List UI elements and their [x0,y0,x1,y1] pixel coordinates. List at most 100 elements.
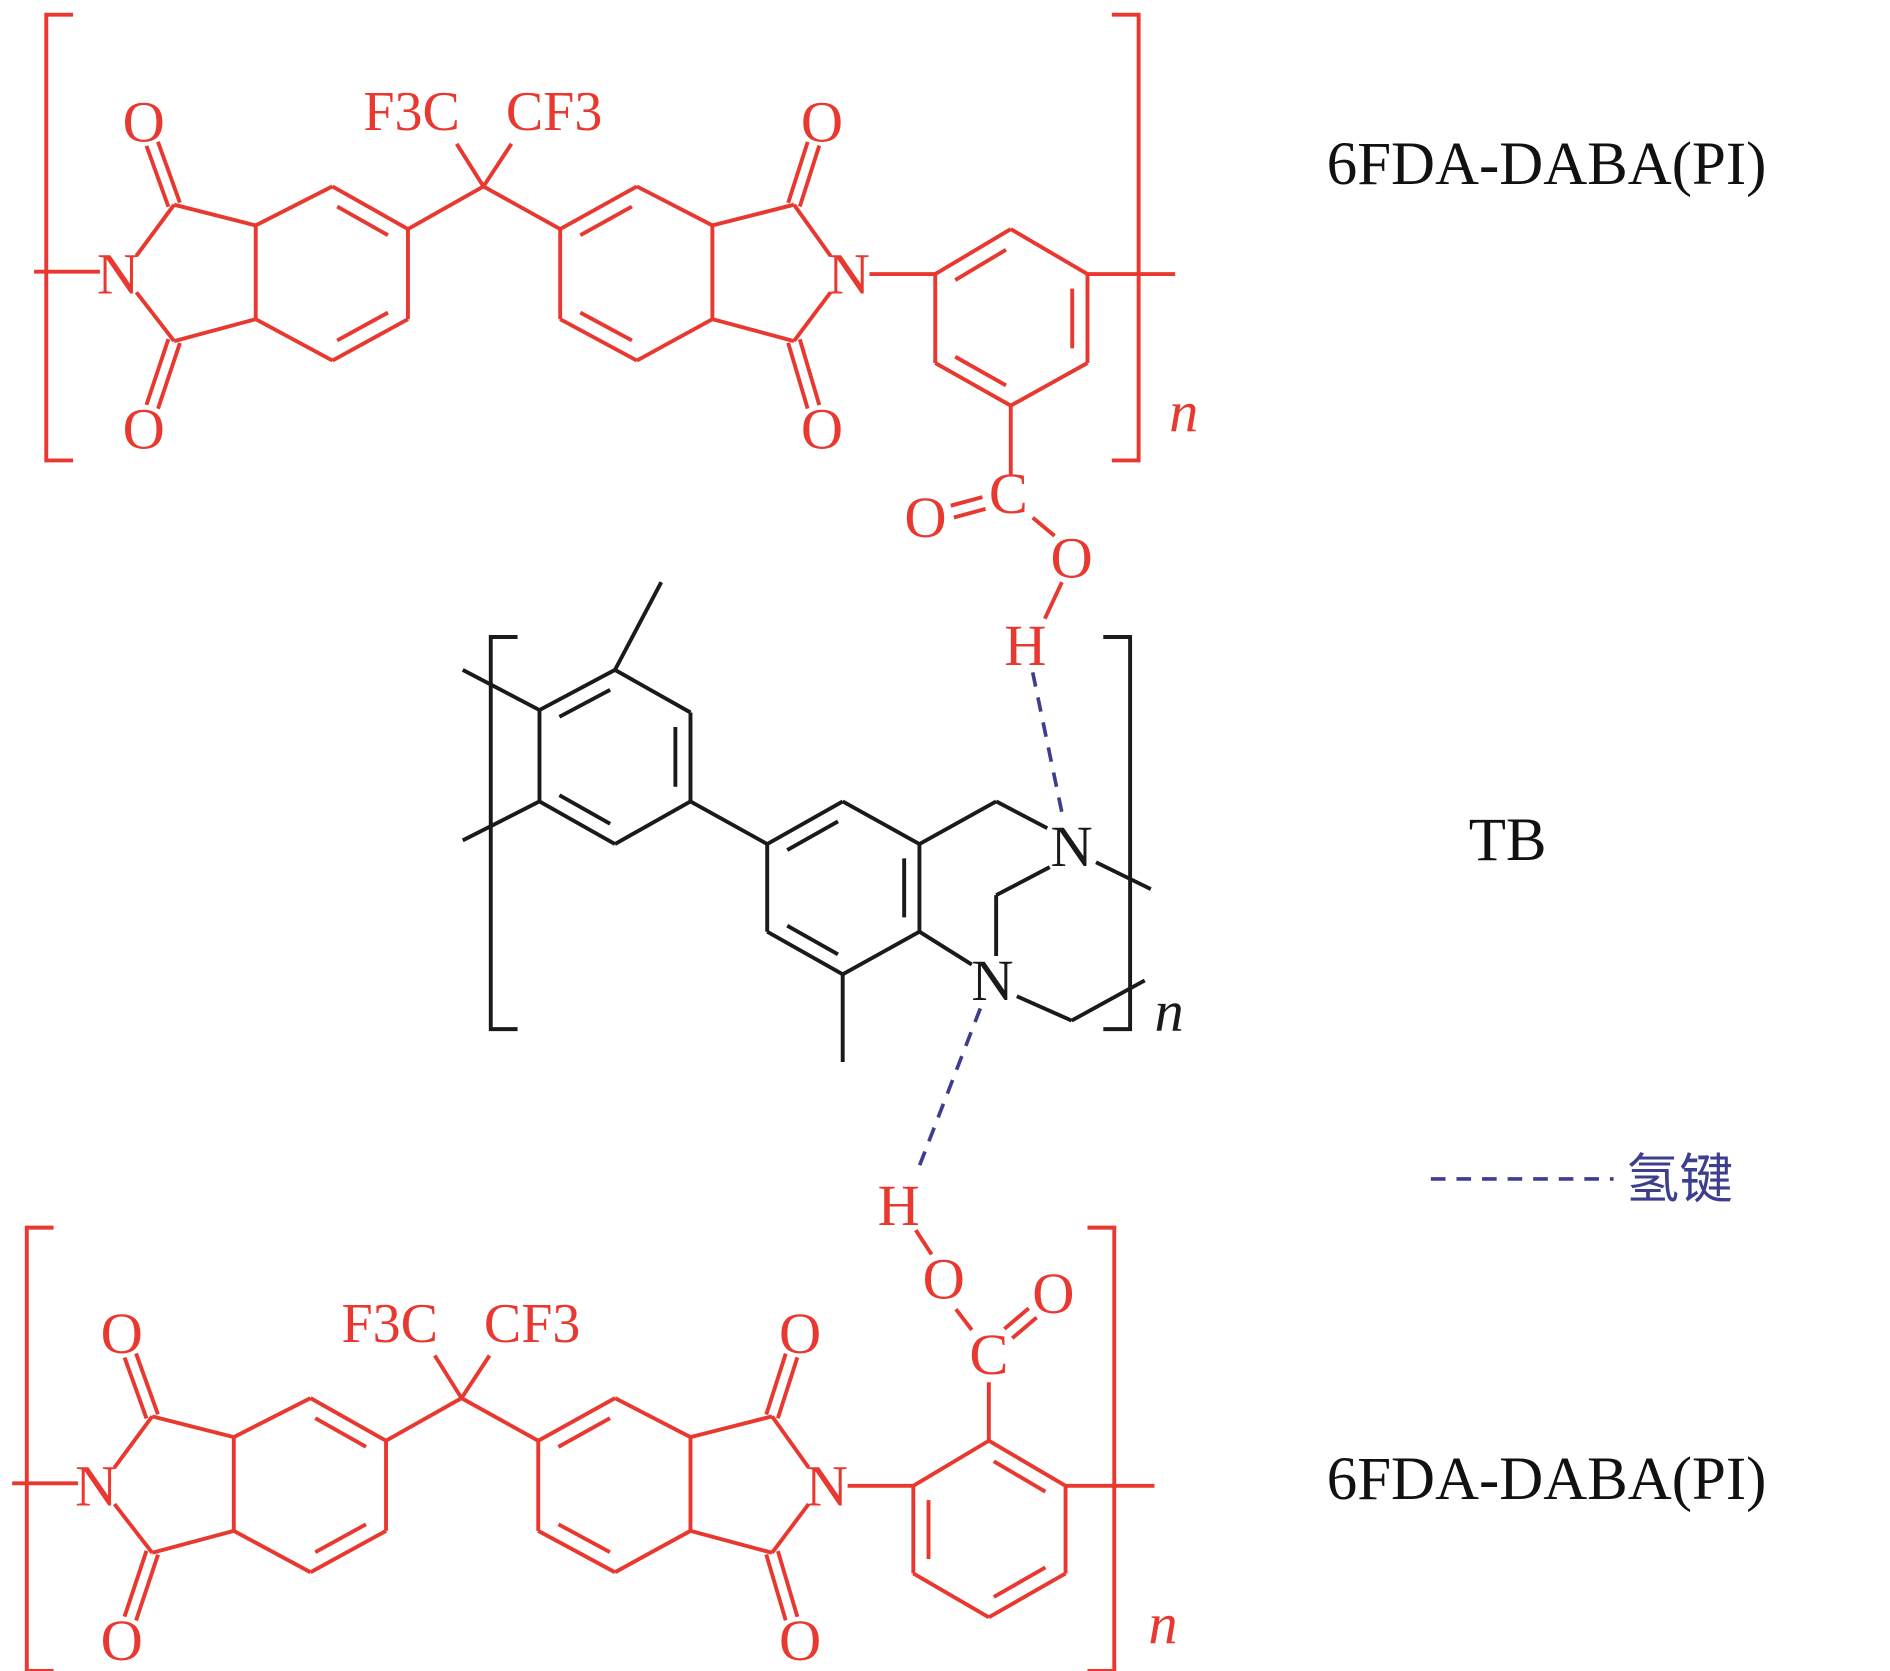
oxygen-atom: O [779,1608,821,1671]
bond [433,1354,464,1400]
bond [173,317,257,343]
double-bond [786,342,810,410]
ring-bond [232,1396,312,1439]
bond [1095,860,1152,891]
ring-bond [912,1571,990,1620]
double-bond [953,507,987,520]
ring-bond [636,184,714,228]
bond [711,317,795,343]
ring-bond [1009,227,1089,276]
oxygen-atom: O [801,396,843,461]
bond [455,142,486,188]
bond [792,203,833,257]
bond [689,1528,773,1555]
double-bond [764,1353,788,1416]
bond [134,203,176,257]
tb-left-bracket [488,635,518,1032]
double-bond [786,141,810,204]
bond [134,291,176,343]
nitrogen-atom: N [97,242,139,307]
oxygen-atom: O [779,1301,821,1366]
label-bottom-polymer: 6FDA-DABA(PI) [1327,1446,1767,1513]
ring-bond [331,317,409,363]
ring-bond [614,668,692,715]
ring-bond [1009,361,1089,408]
ring-double-bond [336,310,389,343]
label-top-polymer: 6FDA-DABA(PI) [1327,131,1767,198]
ring-bond [934,227,1012,276]
bond [995,865,1051,897]
bond [918,930,973,967]
bond [112,1502,154,1554]
hydrogen-atom: H [878,1173,920,1238]
double-bond [144,145,171,208]
bond [151,1414,235,1439]
bottom-right-bracket [1087,1225,1117,1671]
ring-double-bond [314,1522,367,1554]
bond [1031,516,1056,538]
hydrogen-bond [914,1007,983,1176]
ring-double-bond [558,688,612,719]
ring-bond [559,317,638,363]
bond [1016,994,1073,1023]
double-bond [134,1352,160,1415]
bond [385,1396,463,1443]
double-bond [122,1356,149,1420]
bond [690,1414,773,1439]
bond [914,1228,934,1256]
bond [461,668,541,712]
bond [460,1396,540,1443]
nitrogen-atom: N [971,948,1013,1013]
ring-bond [987,1571,1067,1620]
bond [918,799,998,846]
ring-bond [635,317,714,363]
bond [1043,581,1064,620]
bond [770,1415,811,1469]
ring-double-bond [557,1416,611,1449]
bond [770,1502,811,1554]
tb-right-bracket [1103,635,1133,1032]
ring-double-bond [954,355,1007,388]
repeat-n-bottom: n [1148,1591,1177,1656]
ring-double-bond [992,1565,1047,1599]
cf3-group-left-top: F3C [363,81,460,143]
double-bond [764,1553,788,1621]
double-bond [1003,1306,1030,1331]
bond [1070,978,1146,1023]
ring-double-bond [558,793,612,826]
ring-bond [331,184,409,231]
nitrogen-atom: N [806,1453,848,1518]
oxygen-atom: O [1051,525,1093,590]
bond [173,202,257,228]
double-bond [797,338,822,406]
oxygen-atom: O [1032,1261,1074,1326]
ring-double-bond [786,923,839,957]
double-bond [1011,1316,1038,1340]
ring-bond [766,930,844,977]
top-left-bracket [44,12,74,463]
ring-bond [538,799,616,846]
ring-bond [537,1529,616,1574]
double-bond [144,338,171,406]
nitrogen-atom: N [75,1453,117,1518]
bond [112,1415,154,1469]
double-bond [797,145,822,208]
bond [792,291,833,343]
ring-bond [537,1396,616,1443]
hydrogen-bond [1030,671,1065,819]
ring-double-bond [557,1522,611,1554]
oxygen-atom: O [101,1608,143,1671]
bond [482,184,562,231]
ring-bond [232,1529,312,1574]
double-bond [122,1550,149,1618]
ring-bond [309,1529,387,1574]
bond [459,1354,492,1400]
ring-bond [841,799,921,846]
bond [711,202,795,228]
cf3-group-left-bottom: F3C [341,1293,438,1355]
bond [613,581,663,671]
double-bond [156,141,182,204]
nitrogen-atom: N [1051,814,1093,879]
double-bond [776,1550,800,1618]
